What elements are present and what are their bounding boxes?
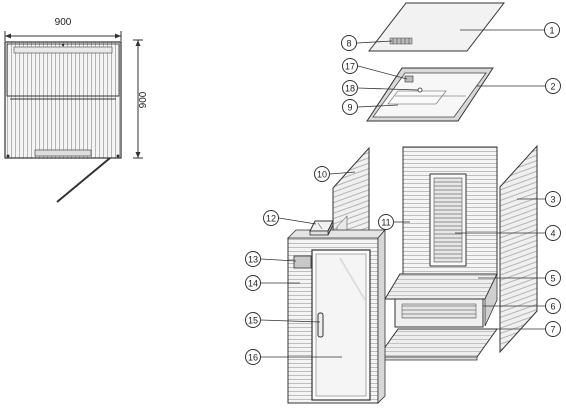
callout-circle <box>545 270 561 286</box>
callout-15: 15 <box>245 312 261 328</box>
callout-8: 8 <box>341 35 357 51</box>
callout-number: 7 <box>550 325 555 335</box>
callout-circle <box>544 22 560 38</box>
ceiling-light <box>404 75 414 83</box>
callout-number: 15 <box>248 316 258 326</box>
callout-3: 3 <box>545 191 561 207</box>
callout-circle <box>545 191 561 207</box>
callout-circle <box>545 298 561 314</box>
callout-number: 12 <box>266 214 276 224</box>
door-handle <box>317 312 324 338</box>
roof-vent <box>389 37 413 45</box>
callout-12: 12 <box>263 210 279 226</box>
callout-circle <box>341 35 357 51</box>
callout-1: 1 <box>544 22 560 38</box>
callout-16: 16 <box>245 349 261 365</box>
control-panel <box>293 255 312 269</box>
callout-circle <box>245 251 261 267</box>
callout-number: 4 <box>550 229 555 239</box>
callout-circle <box>342 99 358 115</box>
callout-circle <box>245 349 261 365</box>
callout-number: 1 <box>549 26 554 36</box>
callout-circle <box>263 210 279 226</box>
callout-number: 18 <box>345 84 355 94</box>
callout-13: 13 <box>245 251 261 267</box>
back-wall <box>402 146 498 276</box>
callout-number: 6 <box>550 302 555 312</box>
ceiling-panel <box>366 67 494 122</box>
callout-circle <box>378 214 394 230</box>
callout-number: 9 <box>347 103 352 113</box>
callout-number: 16 <box>248 353 258 363</box>
callout-11: 11 <box>378 214 394 230</box>
callout-number: 5 <box>550 274 555 284</box>
roof-panel <box>367 2 506 52</box>
width-dimension-label: 900 <box>55 17 72 28</box>
callout-17: 17 <box>342 58 358 74</box>
backrest-lamp <box>309 220 334 236</box>
depth-dimension-label: 900 <box>138 91 149 108</box>
callout-number: 13 <box>248 255 258 265</box>
callout-2: 2 <box>545 78 561 94</box>
callout-circle <box>314 166 330 182</box>
callout-number: 17 <box>345 62 355 72</box>
callout-number: 10 <box>317 170 327 180</box>
callout-circle <box>545 321 561 337</box>
callout-circle <box>342 58 358 74</box>
callout-circle <box>342 80 358 96</box>
leader-lines <box>260 29 546 358</box>
callout-7: 7 <box>545 321 561 337</box>
bench-assembly <box>377 273 498 361</box>
callout-4: 4 <box>545 225 561 241</box>
door-swing-line <box>56 157 111 203</box>
floor-plan: 900 900 <box>4 17 149 203</box>
right-side-wall <box>499 144 538 354</box>
callout-number: 2 <box>550 82 555 92</box>
bench-heater <box>401 303 477 319</box>
callout-circle <box>245 275 261 291</box>
callout-14: 14 <box>245 275 261 291</box>
callout-number: 3 <box>550 195 555 205</box>
callout-18: 18 <box>342 80 358 96</box>
front-door-wall <box>287 228 386 404</box>
callout-5: 5 <box>545 270 561 286</box>
callout-circle <box>245 312 261 328</box>
callout-number: 14 <box>248 279 258 289</box>
callout-number: 8 <box>346 39 351 49</box>
callout-circle <box>545 78 561 94</box>
callout-number: 11 <box>381 218 390 228</box>
callout-6: 6 <box>545 298 561 314</box>
callout-10: 10 <box>314 166 330 182</box>
callout-circle <box>545 225 561 241</box>
callout-9: 9 <box>342 99 358 115</box>
